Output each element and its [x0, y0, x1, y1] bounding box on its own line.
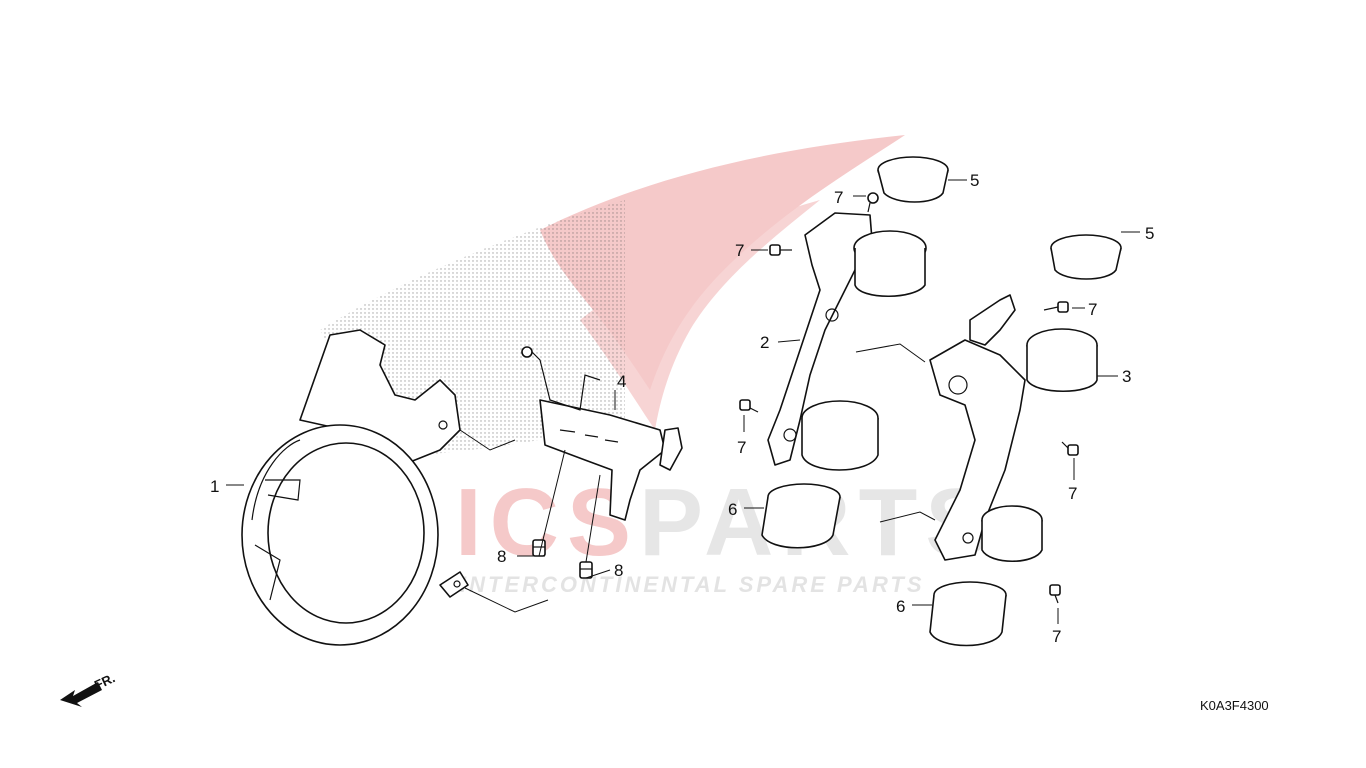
- part-7-screw-a: [867, 192, 879, 213]
- callout-7-mid-right: 7: [1068, 484, 1077, 503]
- callout-1: 1: [210, 477, 219, 496]
- wing-watermark-logo: [320, 135, 905, 455]
- brand-watermark: ICSPARTS INTERCONTINENTAL SPARE PARTS: [455, 469, 997, 597]
- callout-2: 2: [760, 333, 769, 352]
- callout-7-upper-right: 7: [1088, 300, 1097, 319]
- front-arrow-icon: [60, 682, 102, 707]
- callout-4: 4: [617, 372, 626, 391]
- callout-5-top: 5: [970, 171, 979, 190]
- callout-5-right: 5: [1145, 224, 1154, 243]
- callout-7-top: 7: [834, 188, 843, 207]
- leader-lines: [226, 179, 1140, 624]
- part-7-screw-b: [769, 244, 792, 256]
- part-4-headlight-bracket: [521, 346, 683, 521]
- part-7-screw-c: [739, 399, 759, 413]
- brand-watermark-text: ICSPARTS: [455, 469, 997, 576]
- part-8-bolt-a: [532, 539, 546, 557]
- part-6-damper-b: [929, 581, 1007, 647]
- callout-3: 3: [1122, 367, 1131, 386]
- callout-7-upper-left: 7: [735, 241, 744, 260]
- part-5-ring-b: [1050, 234, 1122, 280]
- callout-7-mid-left: 7: [737, 438, 746, 457]
- part-5-ring-a: [877, 156, 949, 203]
- callout-7-bottom: 7: [1052, 627, 1061, 646]
- brand-watermark-highlight: ICS: [455, 469, 639, 576]
- part-7-screw-f: [1049, 584, 1061, 604]
- brand-tagline: INTERCONTINENTAL SPARE PARTS: [460, 572, 925, 597]
- part-2-left-fork-cover: [767, 212, 927, 471]
- part-3-right-fork-cover: [929, 294, 1098, 562]
- callout-6-left: 6: [728, 500, 737, 519]
- part-7-screw-e: [1061, 441, 1079, 456]
- front-direction-indicator: FR.: [60, 670, 117, 707]
- callouts: 1 2 3 4 5 5 6 6 7 7 7 7 7 7 8 8: [210, 171, 1154, 646]
- part-7-screw-d: [1043, 301, 1069, 313]
- callout-8-left: 8: [497, 547, 506, 566]
- callout-6-bottom: 6: [896, 597, 905, 616]
- callout-8-right: 8: [614, 561, 623, 580]
- front-label: FR.: [92, 670, 117, 692]
- part-6-damper-a: [761, 483, 841, 549]
- part-1-headlight-case: [241, 329, 469, 646]
- diagram-code: K0A3F4300: [1200, 698, 1269, 713]
- part-8-bolt-b: [579, 561, 593, 579]
